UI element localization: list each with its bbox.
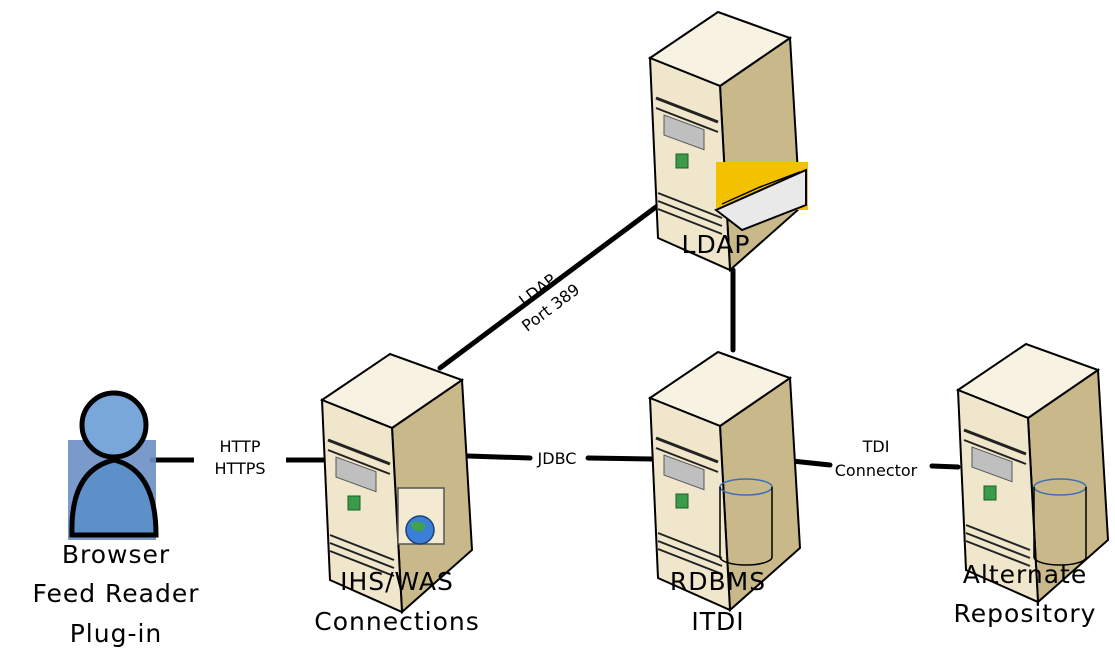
edge-rdbms-alt [789,458,833,468]
node-label-rdbms: RDBMS [670,567,766,596]
node-label-ihs-was: IHS/WAS [340,567,454,596]
edge-label-jdbc: JDBC [537,449,577,468]
node-label-ldap: LDAP [682,230,751,259]
edge-label-connector: Connector [835,461,918,480]
node-label-repository: Repository [954,599,1097,628]
node-label-itdi: ITDI [691,607,744,636]
edge-label-http: HTTP [220,437,261,456]
ldap-folder-icon [714,162,808,232]
edge-label-https: HTTPS [214,459,265,478]
node-label-feed-reader: Feed Reader [32,579,199,608]
node-label-alternate: Alternate [963,560,1087,589]
node-label-browser: Browser [62,540,170,569]
web-globe-icon [397,487,445,545]
edge-web-rdbms-2 [585,455,655,462]
node-label-plugin: Plug-in [70,619,163,648]
node-label-connections: Connections [314,607,479,636]
edge-label-tdi: TDI [862,437,890,456]
edge-web-ldap [437,192,675,371]
edge-rdbms-alt-2 [929,463,961,470]
edge-web-rdbms [465,453,533,461]
user-icon [68,390,159,540]
